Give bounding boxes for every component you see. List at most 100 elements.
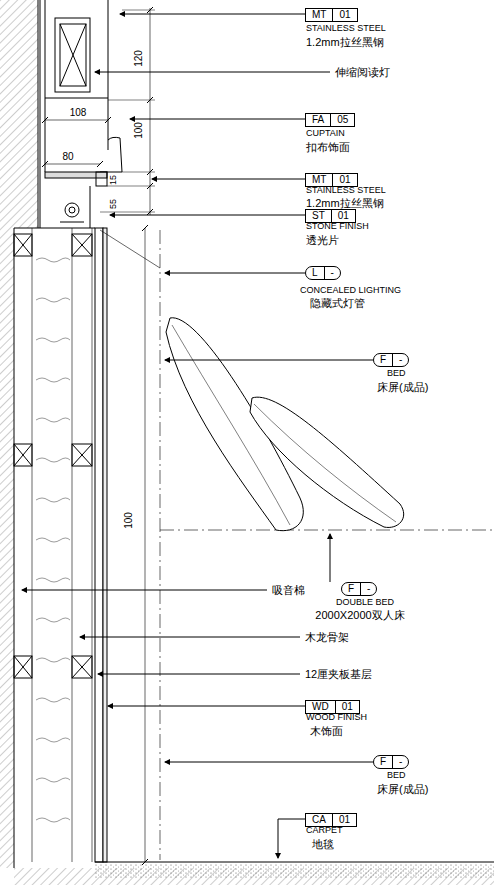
note-text: 木饰面 <box>310 725 343 737</box>
note-text: STAINLESS STEEL <box>306 186 386 196</box>
note-text: 1.2mm拉丝黑钢 <box>306 197 384 209</box>
material-code: MT <box>306 9 332 21</box>
material-tag: ST01 <box>305 209 356 223</box>
drawing-line <box>72 444 92 466</box>
drawing-path <box>100 137 122 172</box>
drawing-line <box>42 117 48 123</box>
material-tag: L- <box>305 266 341 280</box>
drawing-line <box>80 637 300 638</box>
drawing-line <box>110 215 305 216</box>
drawing-line <box>152 179 305 180</box>
drawing-path <box>250 397 404 527</box>
note-text: DOUBLE BED <box>336 598 394 608</box>
drawing-line <box>14 228 95 229</box>
note-text: 木龙骨架 <box>305 631 349 643</box>
note-text: 吸音棉 <box>272 584 305 596</box>
material-code: CA <box>306 814 332 826</box>
drawing-line <box>165 360 373 361</box>
drawing-line <box>108 0 109 150</box>
material-number: - <box>324 267 340 279</box>
drawing-line <box>120 14 305 15</box>
drawing-line <box>45 0 46 172</box>
drawing-line <box>150 8 151 215</box>
note-text: 1.2mm拉丝黑钢 <box>306 36 384 48</box>
drawing-line <box>45 164 100 165</box>
material-code: F <box>374 354 392 366</box>
note-text: 地毯 <box>312 838 334 850</box>
material-tag: CA01 <box>305 813 357 827</box>
drawing-line <box>100 230 160 268</box>
drawing-line <box>72 656 92 678</box>
note-text: BED <box>387 771 406 781</box>
drawing-line <box>14 444 32 466</box>
drawing-line <box>92 228 93 862</box>
note-text: 伸缩阅读灯 <box>335 66 390 78</box>
drawing-rect <box>103 228 107 862</box>
drawing-line <box>14 656 32 678</box>
drawing-line <box>160 230 161 860</box>
material-number: - <box>392 756 408 768</box>
material-tag: WD01 <box>305 700 360 714</box>
drawing-line <box>122 172 155 173</box>
drawing-path <box>36 578 70 582</box>
dimension-text: 80 <box>62 151 73 162</box>
drawing-path <box>36 258 70 262</box>
drawing-circle <box>69 207 75 213</box>
material-number: 05 <box>330 114 354 126</box>
note-text: 透光片 <box>306 234 339 246</box>
material-code: F <box>374 756 392 768</box>
drawing-rect <box>14 444 32 466</box>
note-text: 扣布饰面 <box>306 141 350 153</box>
drawing-line <box>330 534 331 582</box>
material-number: 01 <box>335 701 359 713</box>
material-number: - <box>392 354 408 366</box>
material-number: 01 <box>332 814 356 826</box>
drawing-path <box>36 738 70 742</box>
dimension-text: 100 <box>133 122 144 139</box>
drawing-line <box>90 186 91 228</box>
note-text: CARPET <box>306 826 343 836</box>
drawing-line <box>45 120 108 121</box>
drawing-line <box>107 186 155 187</box>
drawing-path <box>36 698 70 702</box>
material-number: 01 <box>332 174 356 186</box>
drawing-path <box>36 818 70 822</box>
material-tag: MT01 <box>305 173 358 187</box>
drawing-circle <box>65 203 79 217</box>
dimension-text: 55 <box>109 199 119 209</box>
material-code: L <box>306 267 324 279</box>
drawing-line <box>160 530 494 531</box>
drawing-line <box>60 24 86 86</box>
drawing-g <box>14 234 92 822</box>
drawing-rect <box>72 656 92 678</box>
drawing-path <box>36 618 70 622</box>
drawing-line <box>40 178 41 228</box>
material-tag: F- <box>341 582 377 596</box>
drawing-path <box>254 404 396 522</box>
note-text: 2000X2000双人床 <box>315 609 404 621</box>
drawing-line <box>72 444 92 466</box>
dimension-text: 120 <box>133 50 144 67</box>
drawing-path <box>36 338 70 342</box>
drawing-path <box>36 458 70 462</box>
drawing-line <box>108 100 155 101</box>
drawing-line <box>97 161 103 167</box>
drawing-line <box>142 225 148 231</box>
note-text: 12厘夹板基层 <box>305 668 372 680</box>
material-code: ST <box>306 210 331 222</box>
drawing-line <box>72 228 73 862</box>
drawing-line <box>72 234 92 256</box>
material-code: F <box>342 583 360 595</box>
drawing-line <box>108 706 305 707</box>
drawing-line <box>95 72 330 73</box>
drawing-line <box>42 161 48 167</box>
drawing-line <box>122 10 155 11</box>
drawing-rect <box>45 172 107 178</box>
note-text: WOOD FINISH <box>306 713 367 723</box>
drawing-path <box>36 378 70 382</box>
drawing-rect <box>96 172 107 186</box>
drawing-line <box>130 119 305 120</box>
